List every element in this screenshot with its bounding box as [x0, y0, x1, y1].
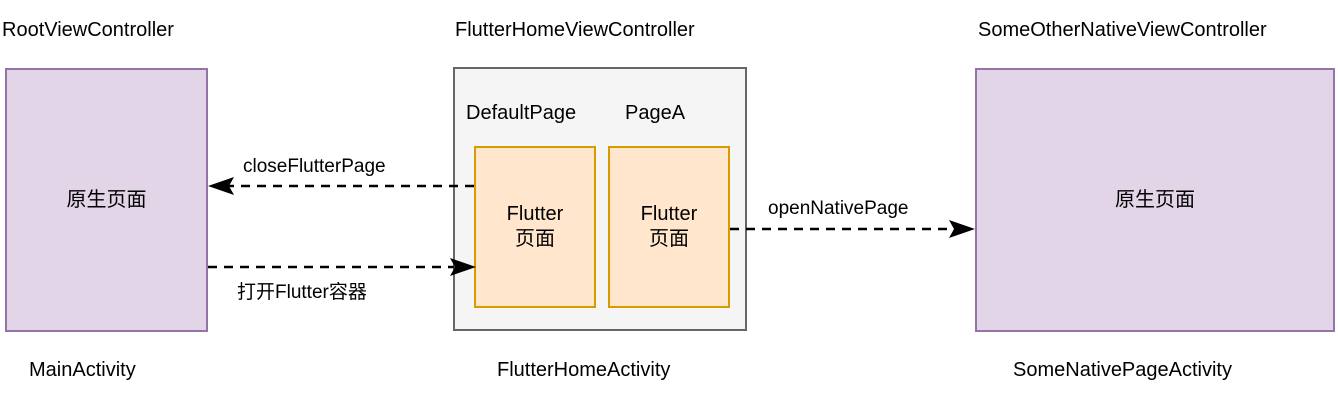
node-default-page-text: Flutter 页面 [476, 202, 594, 252]
bottom-label-flutter-home-activity: FlutterHomeActivity [497, 359, 671, 381]
node-page-a-line2: 页面 [649, 228, 689, 250]
edge-label-open-flutter-container: 打开Flutter容器 [237, 282, 367, 303]
bottom-label-some-native-page-activity: SomeNativePageActivity [1013, 359, 1232, 381]
label-page-a: PageA [625, 102, 686, 124]
bottom-label-main-activity: MainActivity [29, 359, 136, 381]
node-page-a-line1: Flutter [640, 203, 698, 225]
title-flutter-home-view-controller: FlutterHomeViewController [455, 19, 695, 41]
node-page-a-text: Flutter 页面 [610, 202, 728, 252]
edge-label-open-native-page: openNativePage [768, 198, 909, 219]
edge-label-close-flutter-page: closeFlutterPage [243, 156, 386, 177]
label-default-page: DefaultPage [466, 102, 577, 124]
title-root-view-controller: RootViewController [2, 19, 174, 41]
node-page-a-box[interactable]: Flutter 页面 [608, 146, 730, 308]
node-root-view-controller-text: 原生页面 [66, 189, 147, 211]
node-default-page-box[interactable]: Flutter 页面 [474, 146, 596, 308]
node-some-other-native-view-controller-box[interactable]: 原生页面 [975, 68, 1335, 332]
node-some-other-native-view-controller-text: 原生页面 [1115, 189, 1195, 211]
node-default-page-line2: 页面 [515, 228, 555, 250]
title-some-other-native-view-controller: SomeOtherNativeViewController [978, 19, 1267, 41]
node-root-view-controller-box[interactable]: 原生页面 [5, 68, 208, 332]
node-default-page-line1: Flutter [506, 203, 564, 225]
